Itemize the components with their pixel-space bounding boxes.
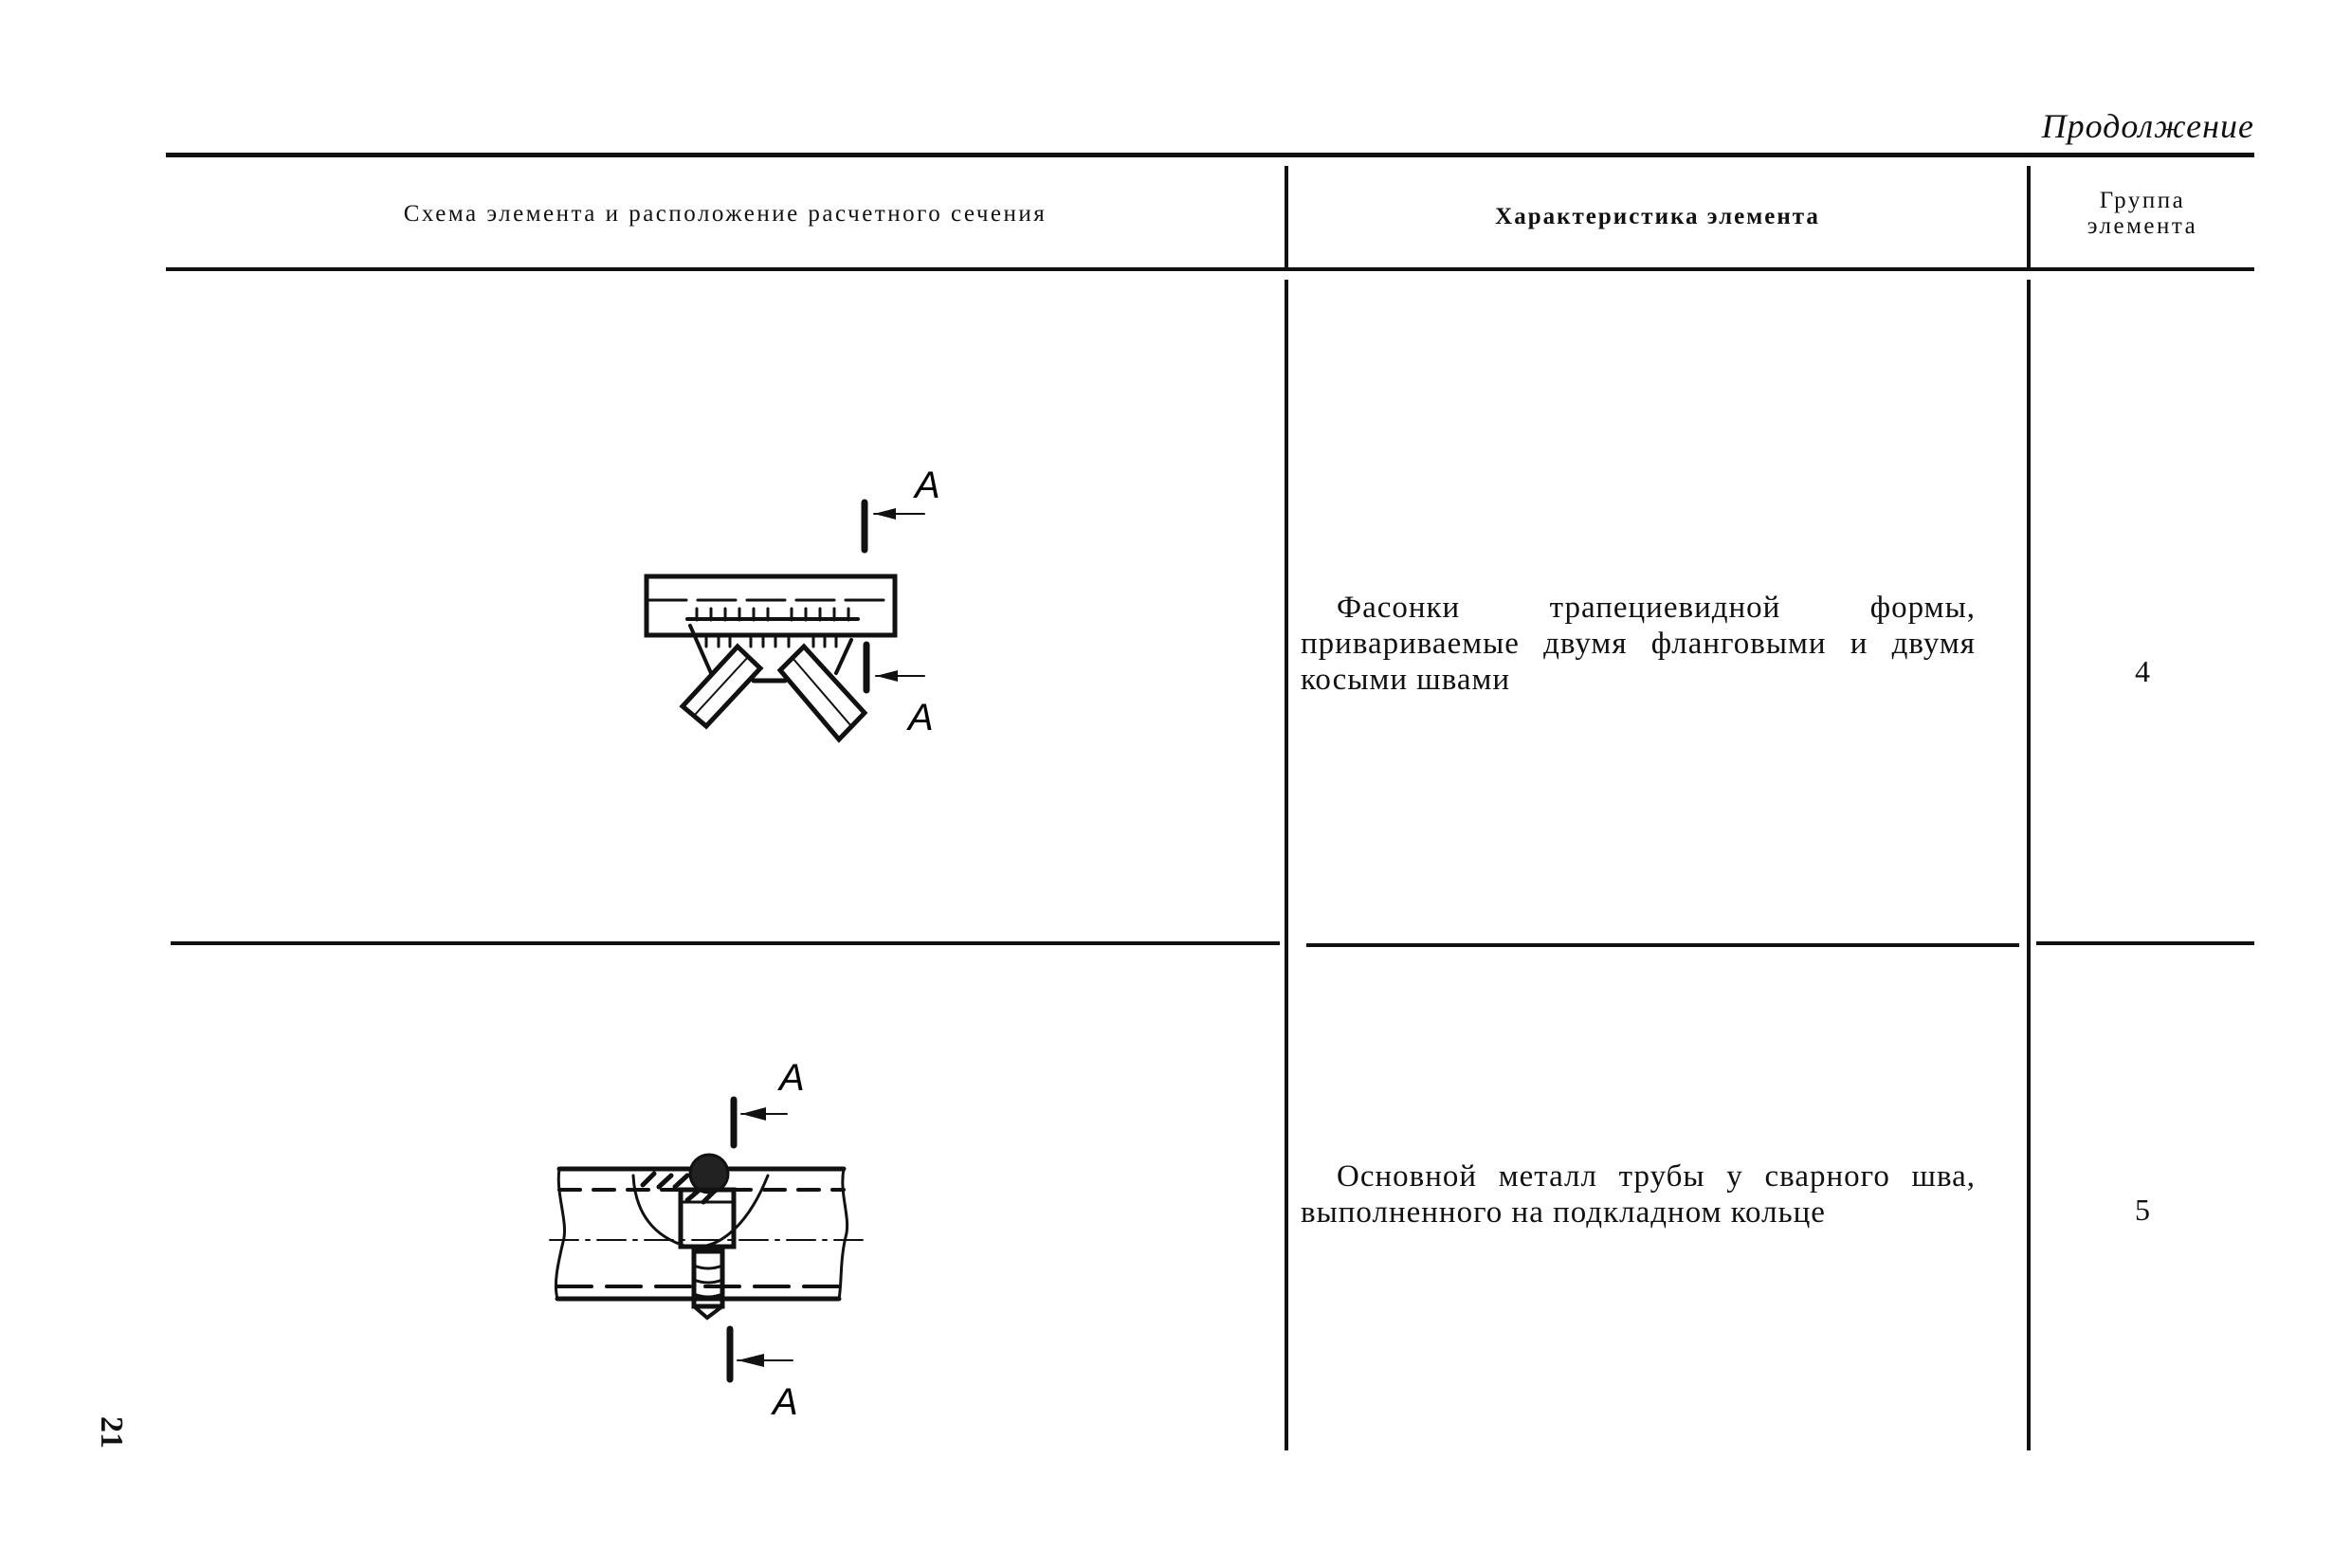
column-divider-1 [1285, 280, 1288, 1450]
header-group-line1: Группа [2099, 188, 2186, 213]
section-label-bottom: A [906, 697, 934, 738]
row1-characteristic: Фасонки трапециевидной формы, приваривае… [1301, 591, 1976, 697]
row2-characteristic: Основной металл трубы у сварного шва, вы… [1301, 1159, 1976, 1230]
row-divider-col2 [1306, 943, 2019, 947]
header-scheme: Схема элемента и расположение расчетного… [403, 201, 1048, 227]
section-label-top: A [777, 1057, 805, 1099]
header-group-line2: элемента [2087, 213, 2198, 239]
row-divider-col1 [171, 941, 1280, 945]
row2-group: 5 [2135, 1193, 2150, 1227]
table-top-rule [166, 153, 2254, 157]
section-label-top: A [913, 465, 940, 506]
header-group: Группа элемента [2031, 188, 2254, 239]
row1-group: 4 [2135, 654, 2150, 688]
continuation-label: Продолжение [2041, 107, 2254, 145]
column-divider-1-header [1285, 166, 1288, 268]
trapezoid-gusset-diagram: A A [644, 465, 940, 743]
column-divider-2-header [2027, 166, 2031, 268]
header-characteristic: Характеристика элемента [1495, 204, 1820, 229]
header-bottom-rule [166, 267, 2254, 271]
column-divider-2 [2027, 280, 2031, 1450]
row-divider-col3 [2036, 941, 2254, 945]
pipe-backing-ring-weld-diagram: A A [549, 1057, 864, 1423]
section-label-bottom: A [771, 1381, 798, 1423]
page-number: 21 [94, 1416, 129, 1449]
